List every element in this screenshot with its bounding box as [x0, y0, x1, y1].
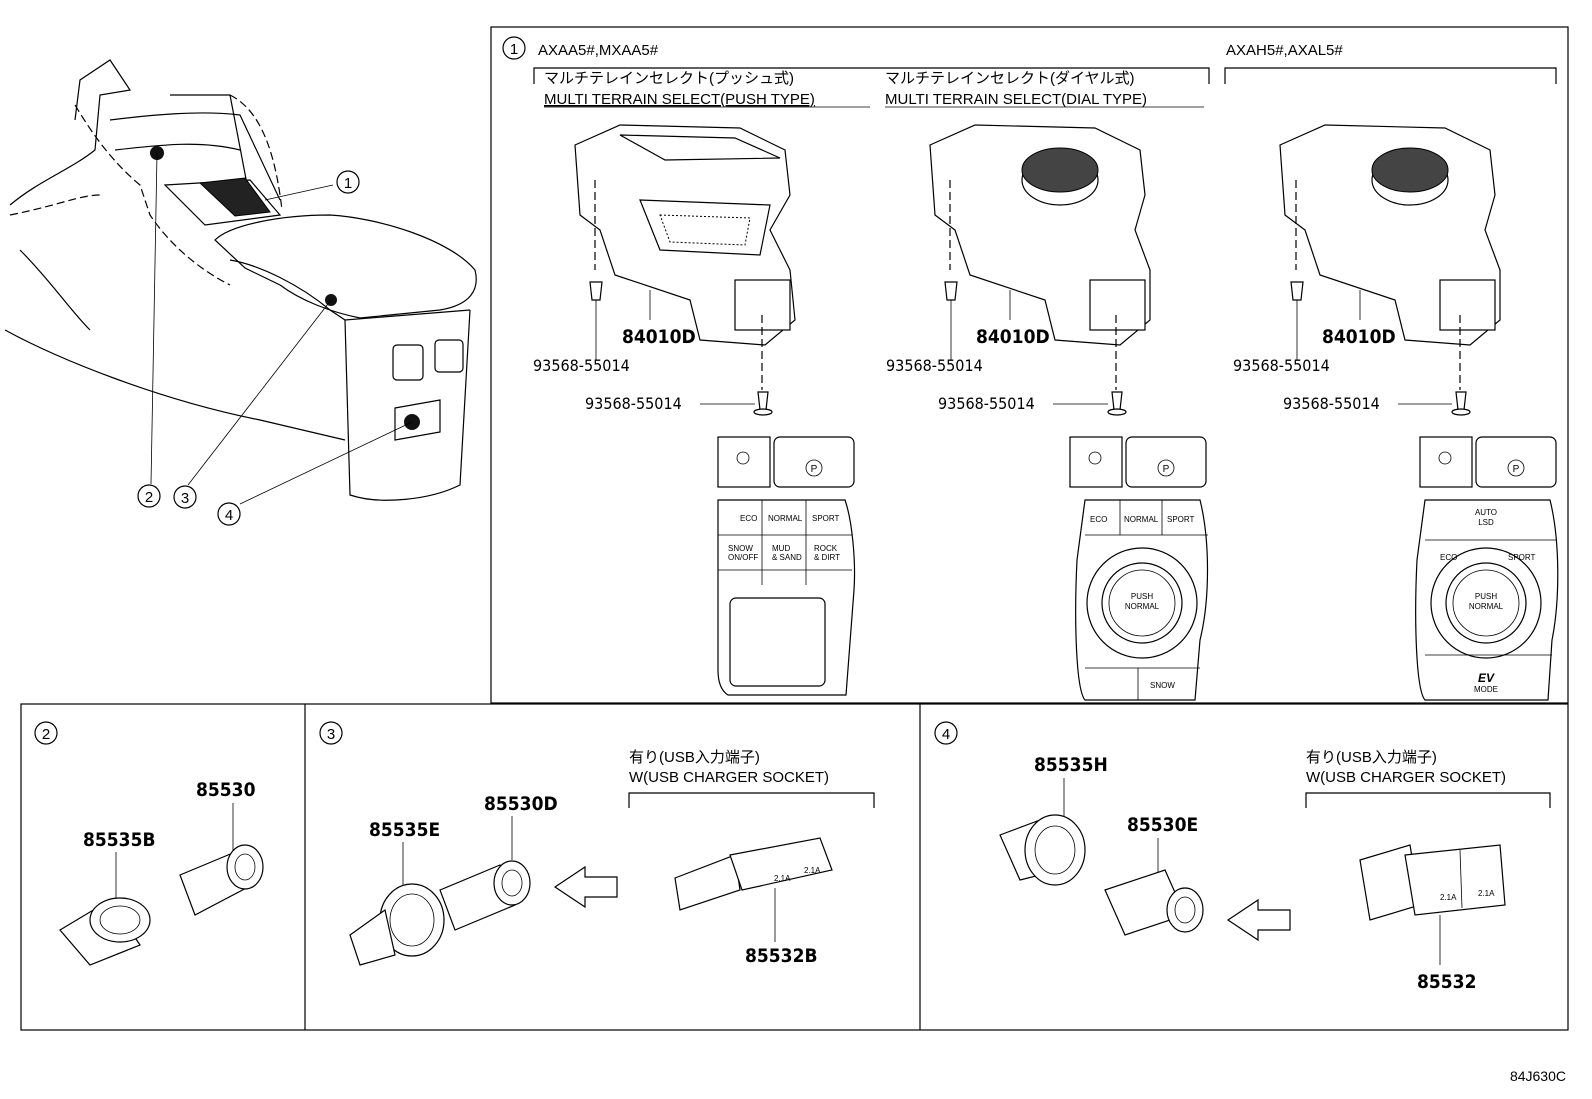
svg-text:2: 2	[145, 489, 153, 506]
svg-text:PUSH: PUSH	[1131, 592, 1153, 601]
part-85530e: 85530E	[1127, 814, 1198, 836]
dial-type-en: MULTI TERRAIN SELECT(DIAL TYPE)	[885, 91, 1147, 108]
faceplate-dial: P ECO NORMAL SPORT PUSH NORMAL SNOW	[1069, 436, 1209, 701]
svg-text:SNOW: SNOW	[1150, 681, 1175, 690]
svg-text:2.1A: 2.1A	[804, 866, 821, 875]
screw-part-push-a: 93568-55014	[533, 356, 630, 375]
switch-assembly-dial	[929, 124, 1151, 416]
svg-text:LSD: LSD	[1478, 518, 1494, 527]
svg-text:1: 1	[510, 41, 518, 58]
svg-text:ROCK: ROCK	[814, 544, 838, 553]
callout-1: 1	[336, 170, 360, 194]
svg-text:4: 4	[942, 726, 950, 743]
usb-label-en-3: W(USB CHARGER SOCKET)	[629, 769, 829, 786]
svg-text:P: P	[1513, 464, 1520, 475]
screw-part-dial-b: 93568-55014	[938, 394, 1035, 413]
part-85530d: 85530D	[484, 793, 558, 815]
svg-text:2.1A: 2.1A	[1440, 893, 1457, 902]
svg-text:1: 1	[344, 175, 352, 192]
svg-text:PUSH: PUSH	[1475, 592, 1497, 601]
svg-text:2.1A: 2.1A	[774, 874, 791, 883]
svg-text:NORMAL: NORMAL	[1469, 602, 1504, 611]
panel1-part-numbers: 84010D 84010D 84010D 93568-55014 93568-5…	[533, 326, 1452, 413]
part-85535b: 85535B	[83, 829, 156, 851]
svg-text:& SAND: & SAND	[772, 553, 802, 562]
svg-text:NORMAL: NORMAL	[768, 514, 803, 523]
svg-text:AUTO: AUTO	[1475, 508, 1497, 517]
part-85532b: 85532B	[745, 945, 818, 967]
screw-part-dial-a: 93568-55014	[886, 356, 983, 375]
usb-label-jp-3: 有り(USB入力端子)	[629, 749, 760, 766]
dial-type-jp: マルチテレインセレクト(ダイヤル式)	[885, 70, 1135, 87]
svg-text:SPORT: SPORT	[812, 514, 840, 523]
screw-part-hybrid-b: 93568-55014	[1283, 394, 1380, 413]
svg-text:EV: EV	[1478, 671, 1495, 685]
svg-text:SPORT: SPORT	[1508, 553, 1536, 562]
part-85535h: 85535H	[1034, 754, 1108, 776]
svg-text:P: P	[1163, 464, 1170, 475]
svg-text:SNOW: SNOW	[728, 544, 753, 553]
svg-text:ECO: ECO	[1090, 515, 1107, 524]
svg-text:MUD: MUD	[772, 544, 790, 553]
svg-text:2: 2	[42, 726, 50, 743]
usb-label-en-4: W(USB CHARGER SOCKET)	[1306, 769, 1506, 786]
svg-text:ECO: ECO	[740, 514, 757, 523]
switch-part-dial: 84010D	[976, 326, 1050, 348]
models-left-label: AXAA5#,MXAA5#	[538, 42, 659, 59]
svg-text:P: P	[811, 464, 818, 475]
svg-text:NORMAL: NORMAL	[1125, 602, 1160, 611]
callout-4: 4	[217, 502, 241, 526]
panel1-header: 1 AXAA5#,MXAA5# AXAH5#,AXAL5# マルチテレインセレク…	[502, 36, 1557, 108]
push-type-en: MULTI TERRAIN SELECT(PUSH TYPE)	[544, 91, 815, 108]
svg-text:2.1A: 2.1A	[1478, 889, 1495, 898]
svg-text:4: 4	[225, 507, 233, 524]
svg-text:MODE: MODE	[1474, 685, 1498, 694]
panel2: 2 85530 85535B	[34, 721, 264, 966]
svg-text:NORMAL: NORMAL	[1124, 515, 1159, 524]
push-type-jp: マルチテレインセレクト(プッシュ式)	[544, 70, 794, 87]
console-overview	[4, 59, 477, 505]
usb-label-jp-4: 有り(USB入力端子)	[1306, 749, 1437, 766]
screw-part-hybrid-a: 93568-55014	[1233, 356, 1330, 375]
callout-2: 2	[137, 484, 161, 508]
frames	[20, 26, 1569, 1031]
screw-part-push-b: 93568-55014	[585, 394, 682, 413]
models-right-label: AXAH5#,AXAL5#	[1226, 42, 1343, 59]
switch-assembly-push	[574, 124, 796, 416]
part-85530: 85530	[196, 779, 256, 801]
svg-text:ON/OFF: ON/OFF	[728, 553, 758, 562]
switch-part-push: 84010D	[622, 326, 696, 348]
switch-part-hybrid: 84010D	[1322, 326, 1396, 348]
diagram-id: 84J630C	[1510, 1068, 1566, 1084]
svg-text:SPORT: SPORT	[1167, 515, 1195, 524]
panel4: 4 85535H 85530E 有り(USB入力端子) W(USB CHARGE…	[934, 721, 1551, 993]
faceplate-push: P ECO NORMAL SPORT SNOW ON/OFF MUD & SAN…	[717, 436, 856, 696]
callout-3: 3	[173, 485, 197, 509]
svg-text:3: 3	[327, 726, 335, 743]
svg-text:& DIRT: & DIRT	[814, 553, 840, 562]
svg-text:ECO: ECO	[1440, 553, 1457, 562]
svg-text:3: 3	[181, 490, 189, 507]
switch-assembly-hybrid	[1279, 124, 1501, 416]
part-85532: 85532	[1417, 971, 1476, 993]
faceplate-hybrid: P AUTO LSD ECO SPORT PUSH NORMAL EV MODE	[1415, 436, 1559, 701]
part-85535e: 85535E	[369, 819, 440, 841]
panel3: 3 85535E 85530D 有り(USB入力端子) W(USB CHARGE…	[319, 721, 875, 967]
